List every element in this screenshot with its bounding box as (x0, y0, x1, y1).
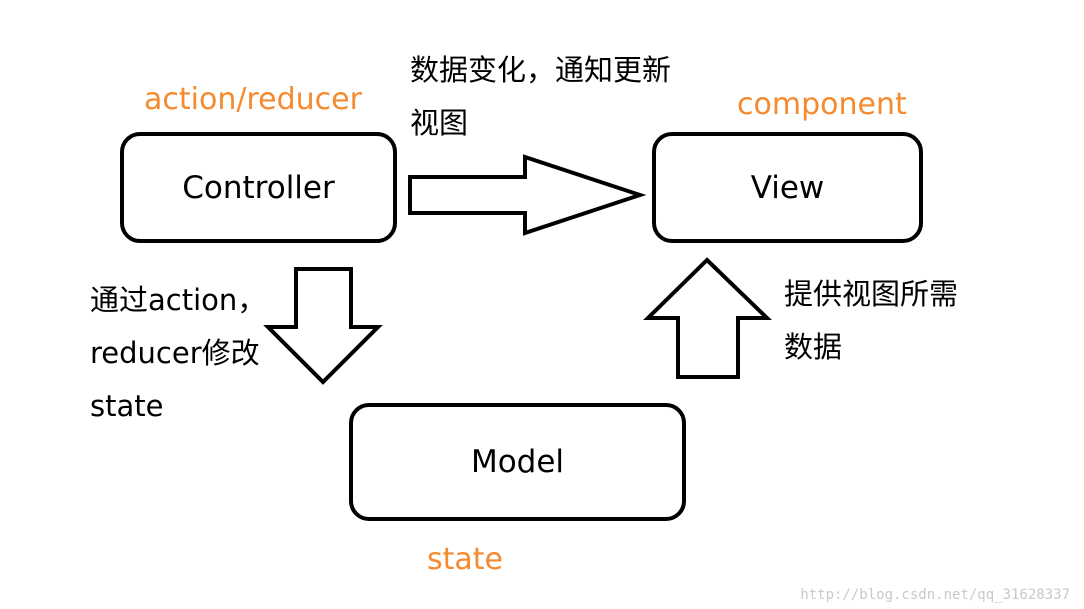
note-controller-to-model-line-1: 通过action， (90, 283, 267, 317)
watermark-text: http://blog.csdn.net/qq_31628337 (800, 587, 1070, 603)
note-controller-to-view-line-2: 视图 (410, 106, 469, 140)
note-model-to-view: 提供视图所需 数据 (784, 268, 958, 374)
model-label: Model (470, 444, 565, 480)
note-controller-to-model: 通过action， reducer修改 state (90, 274, 266, 433)
note-controller-to-model-line-2: reducer修改 (90, 336, 260, 370)
view-role-label: component (737, 87, 907, 122)
note-controller-to-view: 数据变化，通知更新 视图 (410, 44, 671, 150)
controller-label: Controller (182, 169, 335, 206)
note-model-to-view-line-1: 提供视图所需 (784, 277, 959, 311)
model-role-label: state (427, 542, 503, 577)
model-box: Model (349, 403, 686, 521)
note-controller-to-view-line-1: 数据变化，通知更新 (410, 53, 672, 87)
note-controller-to-model-line-3: state (90, 389, 164, 423)
controller-box: Controller (120, 132, 397, 243)
controller-role-label: action/reducer (144, 82, 362, 117)
note-model-to-view-line-2: 数据 (784, 330, 843, 364)
view-box: View (652, 132, 923, 243)
view-label: View (750, 169, 825, 206)
